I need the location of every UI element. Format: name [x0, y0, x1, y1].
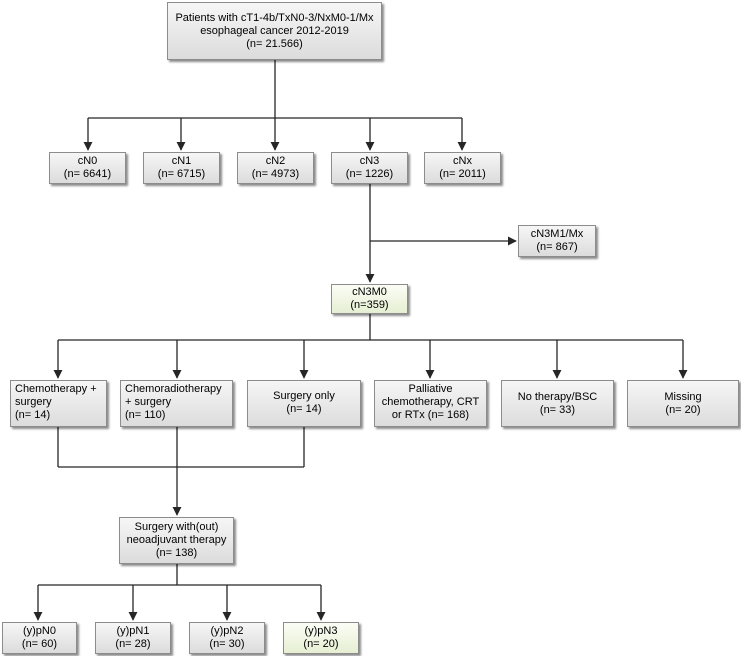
node-cn3m1: cN3M1/Mx (n= 867) — [518, 225, 596, 257]
node-root: Patients with cT1-4b/TxN0-3/NxM0-1/Mx es… — [167, 2, 382, 60]
node-cnx: cNx (n= 2011) — [424, 152, 501, 184]
node-ypn2: (y)pN2 (n= 30) — [189, 622, 265, 654]
node-surgery-neoadjuvant: Surgery with(out) neoadjuvant therapy (n… — [119, 517, 234, 564]
node-chemo-surgery: Chemotherapy + surgery (n= 14) — [10, 380, 107, 427]
node-no-therapy: No therapy/BSC (n= 33) — [501, 380, 614, 427]
node-missing: Missing (n= 20) — [627, 380, 739, 427]
node-ypn3: (y)pN3 (n= 20) — [283, 622, 359, 654]
node-cn3m0: cN3M0 (n=359) — [331, 284, 408, 314]
node-chemorad-surgery: Chemoradiotherapy + surgery (n= 110) — [120, 380, 233, 427]
node-ypn1: (y)pN1 (n= 28) — [95, 622, 171, 654]
node-cn0: cN0 (n= 6641) — [49, 152, 126, 184]
node-surgery-only: Surgery only (n= 14) — [247, 380, 361, 427]
node-cn3: cN3 (n= 1226) — [331, 152, 408, 184]
node-ypn0: (y)pN0 (n= 60) — [2, 622, 77, 654]
node-palliative: Palliative chemotherapy, CRT or RTx (n= … — [374, 380, 487, 427]
node-cn2: cN2 (n= 4973) — [237, 152, 314, 184]
node-cn1: cN1 (n= 6715) — [143, 152, 220, 184]
